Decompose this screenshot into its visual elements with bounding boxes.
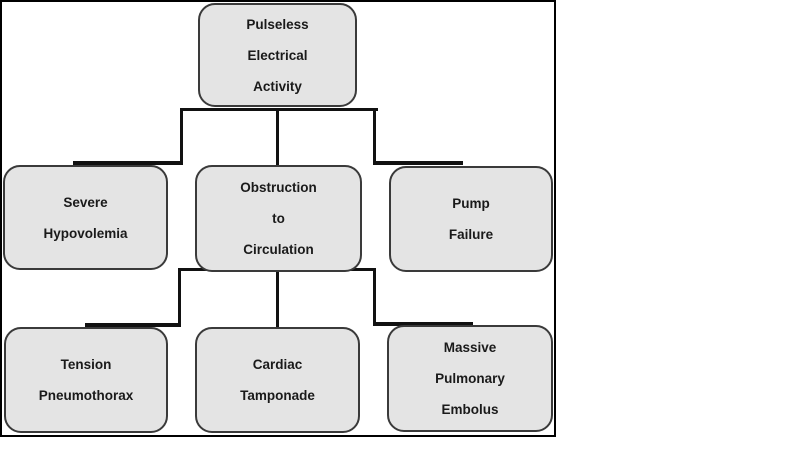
connector-upper-center-drop [276,108,279,166]
node-label-line: Tension [60,357,112,372]
node-severe-hypovolemia: Severe Hypovolemia [3,165,168,270]
diagram-frame [0,0,556,437]
connector-lower-left-jog [85,323,181,327]
node-label-line: to [272,211,285,226]
node-label-line: Hypovolemia [43,225,128,241]
node-obstruction-to-circulation: Obstruction to Circulation [195,165,362,272]
node-label-line: Electrical [247,47,308,63]
node-label-line: Pneumothorax [38,388,134,403]
node-label-line: Activity [253,78,302,94]
node-label-line: Massive [443,340,497,355]
node-tension-pneumothorax: Tension Pneumothorax [4,327,168,433]
node-massive-pulmonary-embolus: Massive Pulmonary Embolus [387,325,553,432]
connector-lower-left-drop [178,268,181,325]
node-cardiac-tamponade: Cardiac Tamponade [195,327,360,433]
connector-lower-right-drop [373,268,376,325]
node-label-line: Embolus [441,402,499,417]
node-label-line: Pulmonary [435,371,505,386]
connector-upper-right-jog [373,161,463,165]
connector-upper-bus [180,108,378,111]
node-label-line: Cardiac [252,357,303,372]
connector-lower-center-drop [276,268,279,328]
node-label-line: Severe [63,194,108,210]
node-label-line: Obstruction [240,180,317,195]
connector-lower-right-jog [373,322,473,326]
node-label-line: Tamponade [240,388,315,403]
connector-upper-right-drop [373,108,376,164]
node-label-line: Pump [452,196,490,211]
node-pump-failure: Pump Failure [389,166,553,272]
node-label-line: Pulseless [246,16,309,32]
node-label-line: Circulation [243,242,314,257]
node-label-line: Failure [448,227,494,242]
node-pulseless-electrical-activity: Pulseless Electrical Activity [198,3,357,107]
connector-upper-left-drop [180,108,183,164]
connector-upper-left-jog [73,161,183,165]
